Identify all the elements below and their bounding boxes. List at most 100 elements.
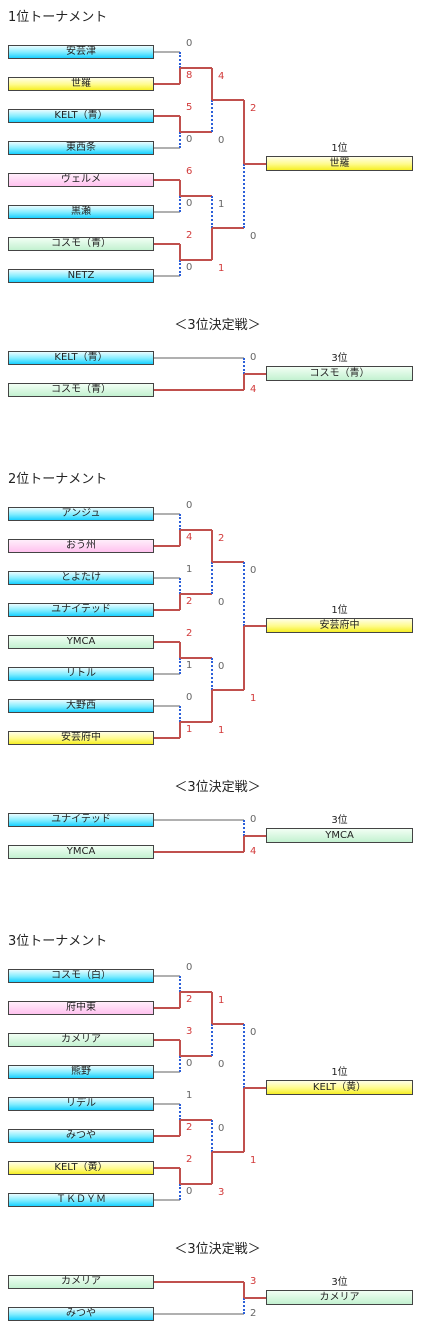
team-box[interactable]: リデル bbox=[8, 1097, 154, 1111]
r2-score: 0 bbox=[218, 135, 225, 146]
third-match-win-line bbox=[243, 836, 245, 852]
team-box[interactable]: ＴＫＤＹＭ bbox=[8, 1193, 154, 1207]
team-box[interactable]: 安芸津 bbox=[8, 45, 154, 59]
third-line bbox=[154, 357, 244, 359]
third-line bbox=[154, 389, 244, 391]
r1-score: 0 bbox=[186, 198, 193, 209]
r2-match-win-line bbox=[211, 228, 213, 260]
team-box[interactable]: みつや bbox=[8, 1129, 154, 1143]
third-place-title: ＜3位決定戦＞ bbox=[174, 780, 261, 795]
r1-score: 0 bbox=[186, 962, 193, 973]
r1-score: 6 bbox=[186, 166, 193, 177]
r1-score: 2 bbox=[186, 994, 193, 1005]
team-box[interactable]: KELT（青） bbox=[8, 109, 154, 123]
r1-line bbox=[154, 705, 180, 707]
r1-score: 2 bbox=[186, 596, 193, 607]
champion-label: 1位 bbox=[331, 1067, 348, 1078]
team-box[interactable]: ユナイテッド bbox=[8, 603, 154, 617]
team-box[interactable]: 世羅 bbox=[8, 77, 154, 91]
third-match-dotted-line bbox=[243, 820, 245, 836]
r1-score: 5 bbox=[186, 102, 193, 113]
r1-score: 2 bbox=[186, 230, 193, 241]
r1-score: 0 bbox=[186, 500, 193, 511]
r1-line bbox=[154, 1039, 180, 1041]
r1-score: 0 bbox=[186, 134, 193, 145]
r2-score: 0 bbox=[218, 661, 225, 672]
team-box[interactable]: カメリア bbox=[8, 1033, 154, 1047]
r2-line bbox=[180, 1119, 212, 1121]
team-box[interactable]: 府中東 bbox=[8, 1001, 154, 1015]
r1-match-dotted-line bbox=[179, 706, 181, 722]
r2-match-dotted-line bbox=[211, 1120, 213, 1152]
r1-match-dotted-line bbox=[179, 1104, 181, 1120]
team-box[interactable]: とよたけ bbox=[8, 571, 154, 585]
third-match-win-line bbox=[243, 374, 245, 390]
bracket-title: 2位トーナメント bbox=[8, 472, 108, 487]
team-box[interactable]: 東西条 bbox=[8, 141, 154, 155]
r2-line bbox=[180, 593, 212, 595]
r2-score: 0 bbox=[218, 1123, 225, 1134]
final-line bbox=[212, 227, 244, 229]
third-team-box[interactable]: カメリア bbox=[8, 1275, 154, 1289]
team-box[interactable]: KELT（黄） bbox=[8, 1161, 154, 1175]
final-score: 0 bbox=[250, 231, 257, 242]
third-team-box[interactable]: コスモ（青） bbox=[8, 383, 154, 397]
third-place-label: 3位 bbox=[331, 815, 348, 826]
team-box[interactable]: YMCA bbox=[8, 635, 154, 649]
r1-match-win-line bbox=[179, 116, 181, 132]
r1-line bbox=[154, 673, 180, 675]
third-score: 0 bbox=[250, 352, 257, 363]
champion-label: 1位 bbox=[331, 605, 348, 616]
r2-line bbox=[180, 195, 212, 197]
r1-score: 3 bbox=[186, 1026, 193, 1037]
third-place-label: 3位 bbox=[331, 1277, 348, 1288]
team-box[interactable]: ヴェルメ bbox=[8, 173, 154, 187]
third-winner-box: YMCA bbox=[266, 828, 413, 843]
r1-line bbox=[154, 609, 180, 611]
r2-line bbox=[180, 721, 212, 723]
champion-line bbox=[244, 163, 266, 165]
final-match-win-line bbox=[243, 1088, 245, 1152]
r1-score: 8 bbox=[186, 70, 193, 81]
r1-score: 1 bbox=[186, 724, 193, 735]
r1-match-win-line bbox=[179, 1120, 181, 1136]
r1-score: 1 bbox=[186, 1090, 193, 1101]
final-match-dotted-line bbox=[243, 164, 245, 228]
third-team-box[interactable]: みつや bbox=[8, 1307, 154, 1321]
final-match-dotted-line bbox=[243, 1024, 245, 1088]
final-line bbox=[212, 689, 244, 691]
bracket-title: 3位トーナメント bbox=[8, 934, 108, 949]
team-box[interactable]: 安芸府中 bbox=[8, 731, 154, 745]
third-team-box[interactable]: ユナイテッド bbox=[8, 813, 154, 827]
final-line bbox=[212, 561, 244, 563]
third-team-box[interactable]: YMCA bbox=[8, 845, 154, 859]
r1-line bbox=[154, 1199, 180, 1201]
r1-match-dotted-line bbox=[179, 514, 181, 530]
r1-score: 1 bbox=[186, 660, 193, 671]
third-team-box[interactable]: KELT（青） bbox=[8, 351, 154, 365]
r2-match-win-line bbox=[211, 68, 213, 100]
team-box[interactable]: リトル bbox=[8, 667, 154, 681]
r1-score: 0 bbox=[186, 262, 193, 273]
r1-match-win-line bbox=[179, 642, 181, 658]
team-box[interactable]: 黒瀬 bbox=[8, 205, 154, 219]
r2-line bbox=[180, 131, 212, 133]
r1-score: 2 bbox=[186, 1154, 193, 1165]
third-score: 4 bbox=[250, 384, 257, 395]
r1-match-dotted-line bbox=[179, 578, 181, 594]
r2-match-dotted-line bbox=[211, 196, 213, 228]
team-box[interactable]: アンジュ bbox=[8, 507, 154, 521]
team-box[interactable]: コスモ（青） bbox=[8, 237, 154, 251]
r1-line bbox=[154, 1167, 180, 1169]
third-score: 0 bbox=[250, 814, 257, 825]
r2-match-win-line bbox=[211, 992, 213, 1024]
team-box[interactable]: コスモ（白） bbox=[8, 969, 154, 983]
r1-match-dotted-line bbox=[179, 260, 181, 276]
team-box[interactable]: 大野西 bbox=[8, 699, 154, 713]
r1-line bbox=[154, 545, 180, 547]
team-box[interactable]: おう州 bbox=[8, 539, 154, 553]
team-box[interactable]: NETZ bbox=[8, 269, 154, 283]
r1-score: 0 bbox=[186, 1058, 193, 1069]
third-line bbox=[154, 819, 244, 821]
team-box[interactable]: 熊野 bbox=[8, 1065, 154, 1079]
